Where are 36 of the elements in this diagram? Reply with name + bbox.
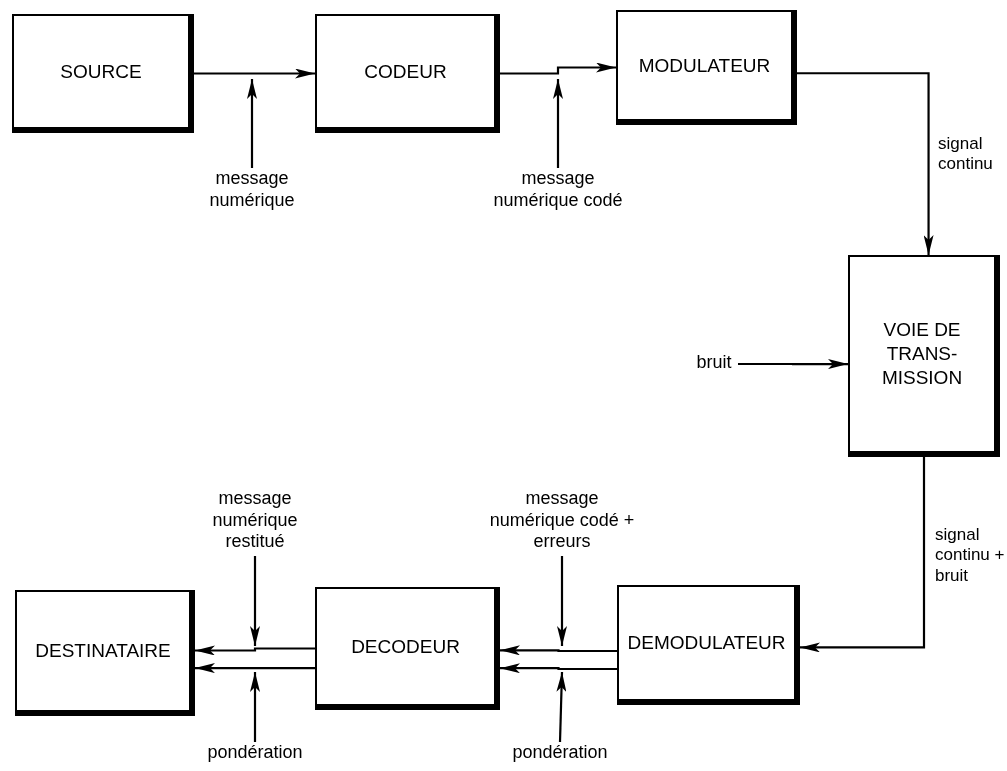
arrow: [195, 663, 315, 674]
arrow: [738, 359, 848, 370]
annotation-text: message numérique restitué: [200, 488, 310, 553]
annotation-text: pondération: [500, 742, 620, 764]
process-box: [848, 255, 1000, 457]
box-label: CODEUR: [364, 59, 447, 84]
process-box: [12, 14, 194, 133]
process-box: [15, 590, 195, 716]
box-label: MODULATEUR: [638, 53, 771, 78]
arrow: [194, 68, 315, 79]
annotation-text: message numérique codé + erreurs: [487, 488, 637, 553]
process-box: [617, 585, 800, 705]
leader-arrow: [553, 79, 563, 168]
box-label: DEMODULATEUR: [627, 631, 786, 655]
annotation-text: pondération: [195, 742, 315, 764]
arrow: [797, 72, 934, 255]
arrow: [500, 663, 617, 674]
process-box: [616, 10, 797, 125]
arrow: [500, 645, 617, 656]
box-label: SOURCE: [60, 59, 142, 84]
annotation-text: message numérique: [197, 168, 307, 212]
leader-arrow: [250, 556, 260, 646]
arrow: [195, 645, 315, 656]
process-box: [315, 587, 500, 710]
box-label: VOIE DE TRANS- MISSION: [881, 318, 963, 390]
annotation-text: message numérique codé: [483, 168, 633, 212]
leader-arrow: [557, 556, 567, 646]
arrow: [800, 457, 926, 653]
arrow: [500, 62, 616, 75]
box-label: DECODEUR: [351, 634, 460, 659]
annotation-text: bruit: [690, 352, 738, 374]
box-label: DESTINATAIRE: [35, 639, 171, 663]
leader-arrow: [247, 79, 257, 168]
leader-arrow: [556, 671, 567, 743]
leader-arrow: [250, 672, 260, 742]
process-box: [315, 14, 500, 133]
